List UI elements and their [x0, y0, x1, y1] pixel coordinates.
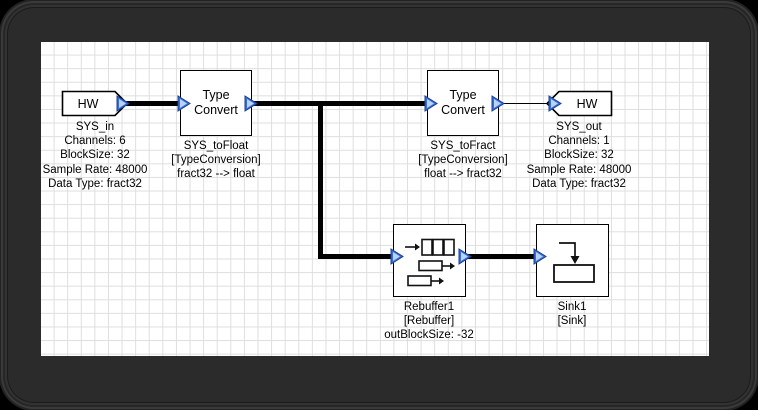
sink1-name: Sink1: [557, 301, 587, 313]
sys-out-name: SYS_out: [556, 121, 602, 133]
wire-branch-to-rebuffer: [318, 254, 394, 259]
sink-icon: [553, 242, 595, 283]
caption-rebuffer1: Rebuffer1 [Rebuffer] outBlockSize: -32: [353, 300, 505, 343]
sys-out-samplerate: Sample Rate: 48000: [526, 163, 632, 176]
sys-out-channels: Channels: 1: [548, 135, 610, 148]
sys-tofloat-line1: Type: [202, 88, 230, 102]
sys-in-channels: Channels: 6: [64, 135, 126, 148]
port-out-sys-in[interactable]: [116, 95, 130, 112]
sys-in-datatype: Data Type: fract32: [48, 177, 142, 190]
hw-source-shape: [61, 90, 129, 117]
sink1-type: [Sink]: [557, 315, 587, 328]
port-out-rebuffer1[interactable]: [458, 248, 472, 265]
wire-tofract-to-sysout: [492, 103, 554, 105]
port-out-sys-tofloat[interactable]: [244, 95, 258, 112]
sys-in-icon-label: HW: [77, 96, 99, 111]
sys-tofract-line2: Convert: [441, 103, 485, 117]
port-in-sink1[interactable]: [533, 248, 547, 265]
wire-sysin-to-tofloat: [124, 101, 179, 106]
block-sys-in[interactable]: HW: [61, 90, 129, 117]
sys-tofloat-type: [TypeConversion]: [171, 154, 261, 167]
port-in-sys-tofract[interactable]: [424, 95, 438, 112]
block-sink1[interactable]: [536, 224, 609, 297]
sys-tofloat-line2: Convert: [194, 103, 238, 117]
block-sys-out[interactable]: HW: [545, 90, 613, 117]
port-in-sys-tofloat[interactable]: [177, 95, 191, 112]
device-frame: HW SYS_in Channels: 6 BlockSize: 32 Samp…: [8, 8, 750, 402]
sys-tofract-name: SYS_toFract: [430, 140, 496, 152]
sys-tofloat-name: SYS_toFloat: [183, 140, 249, 152]
sys-out-blocksize: BlockSize: 32: [544, 149, 614, 162]
sys-tofract-type: [TypeConversion]: [418, 154, 508, 167]
sys-in-blocksize: BlockSize: 32: [60, 149, 130, 162]
caption-sys-tofloat: SYS_toFloat [TypeConversion] fract32 -->…: [140, 139, 292, 182]
wire-rebuffer-to-sink: [465, 254, 537, 259]
caption-sys-tofract: SYS_toFract [TypeConversion] float --> f…: [387, 139, 539, 182]
sys-tofloat-conversion: fract32 --> float: [177, 168, 255, 181]
port-in-sys-out[interactable]: [548, 95, 562, 112]
caption-sys-in: SYS_in Channels: 6 BlockSize: 32 Sample …: [41, 120, 171, 191]
port-out-sys-tofract[interactable]: [491, 95, 505, 112]
sys-tofloat-icon-text: Type Convert: [181, 88, 251, 118]
rebuffer1-type: [Rebuffer]: [403, 315, 455, 328]
sys-out-icon-label: HW: [576, 96, 598, 111]
sys-tofract-icon-text: Type Convert: [428, 88, 498, 118]
sys-in-name: SYS_in: [75, 121, 115, 133]
rebuffer-icon: [405, 238, 455, 287]
caption-sys-out: SYS_out Channels: 1 BlockSize: 32 Sample…: [503, 120, 655, 191]
sys-in-samplerate: Sample Rate: 48000: [42, 163, 148, 176]
block-rebuffer1[interactable]: [393, 224, 466, 297]
wire-tofloat-to-tofract: [252, 101, 426, 106]
diagram-canvas[interactable]: HW SYS_in Channels: 6 BlockSize: 32 Samp…: [41, 42, 709, 356]
rebuffer1-name: Rebuffer1: [403, 301, 455, 313]
wire-branch-vertical: [318, 101, 323, 259]
block-sys-tofract[interactable]: Type Convert: [427, 70, 499, 136]
port-in-rebuffer1[interactable]: [390, 248, 404, 265]
sys-tofract-line1: Type: [449, 88, 477, 102]
caption-sink1: Sink1 [Sink]: [496, 300, 648, 328]
sys-tofract-conversion: float --> fract32: [424, 168, 502, 181]
rebuffer1-outblocksize: outBlockSize: -32: [384, 329, 474, 342]
sys-out-datatype: Data Type: fract32: [532, 177, 626, 190]
